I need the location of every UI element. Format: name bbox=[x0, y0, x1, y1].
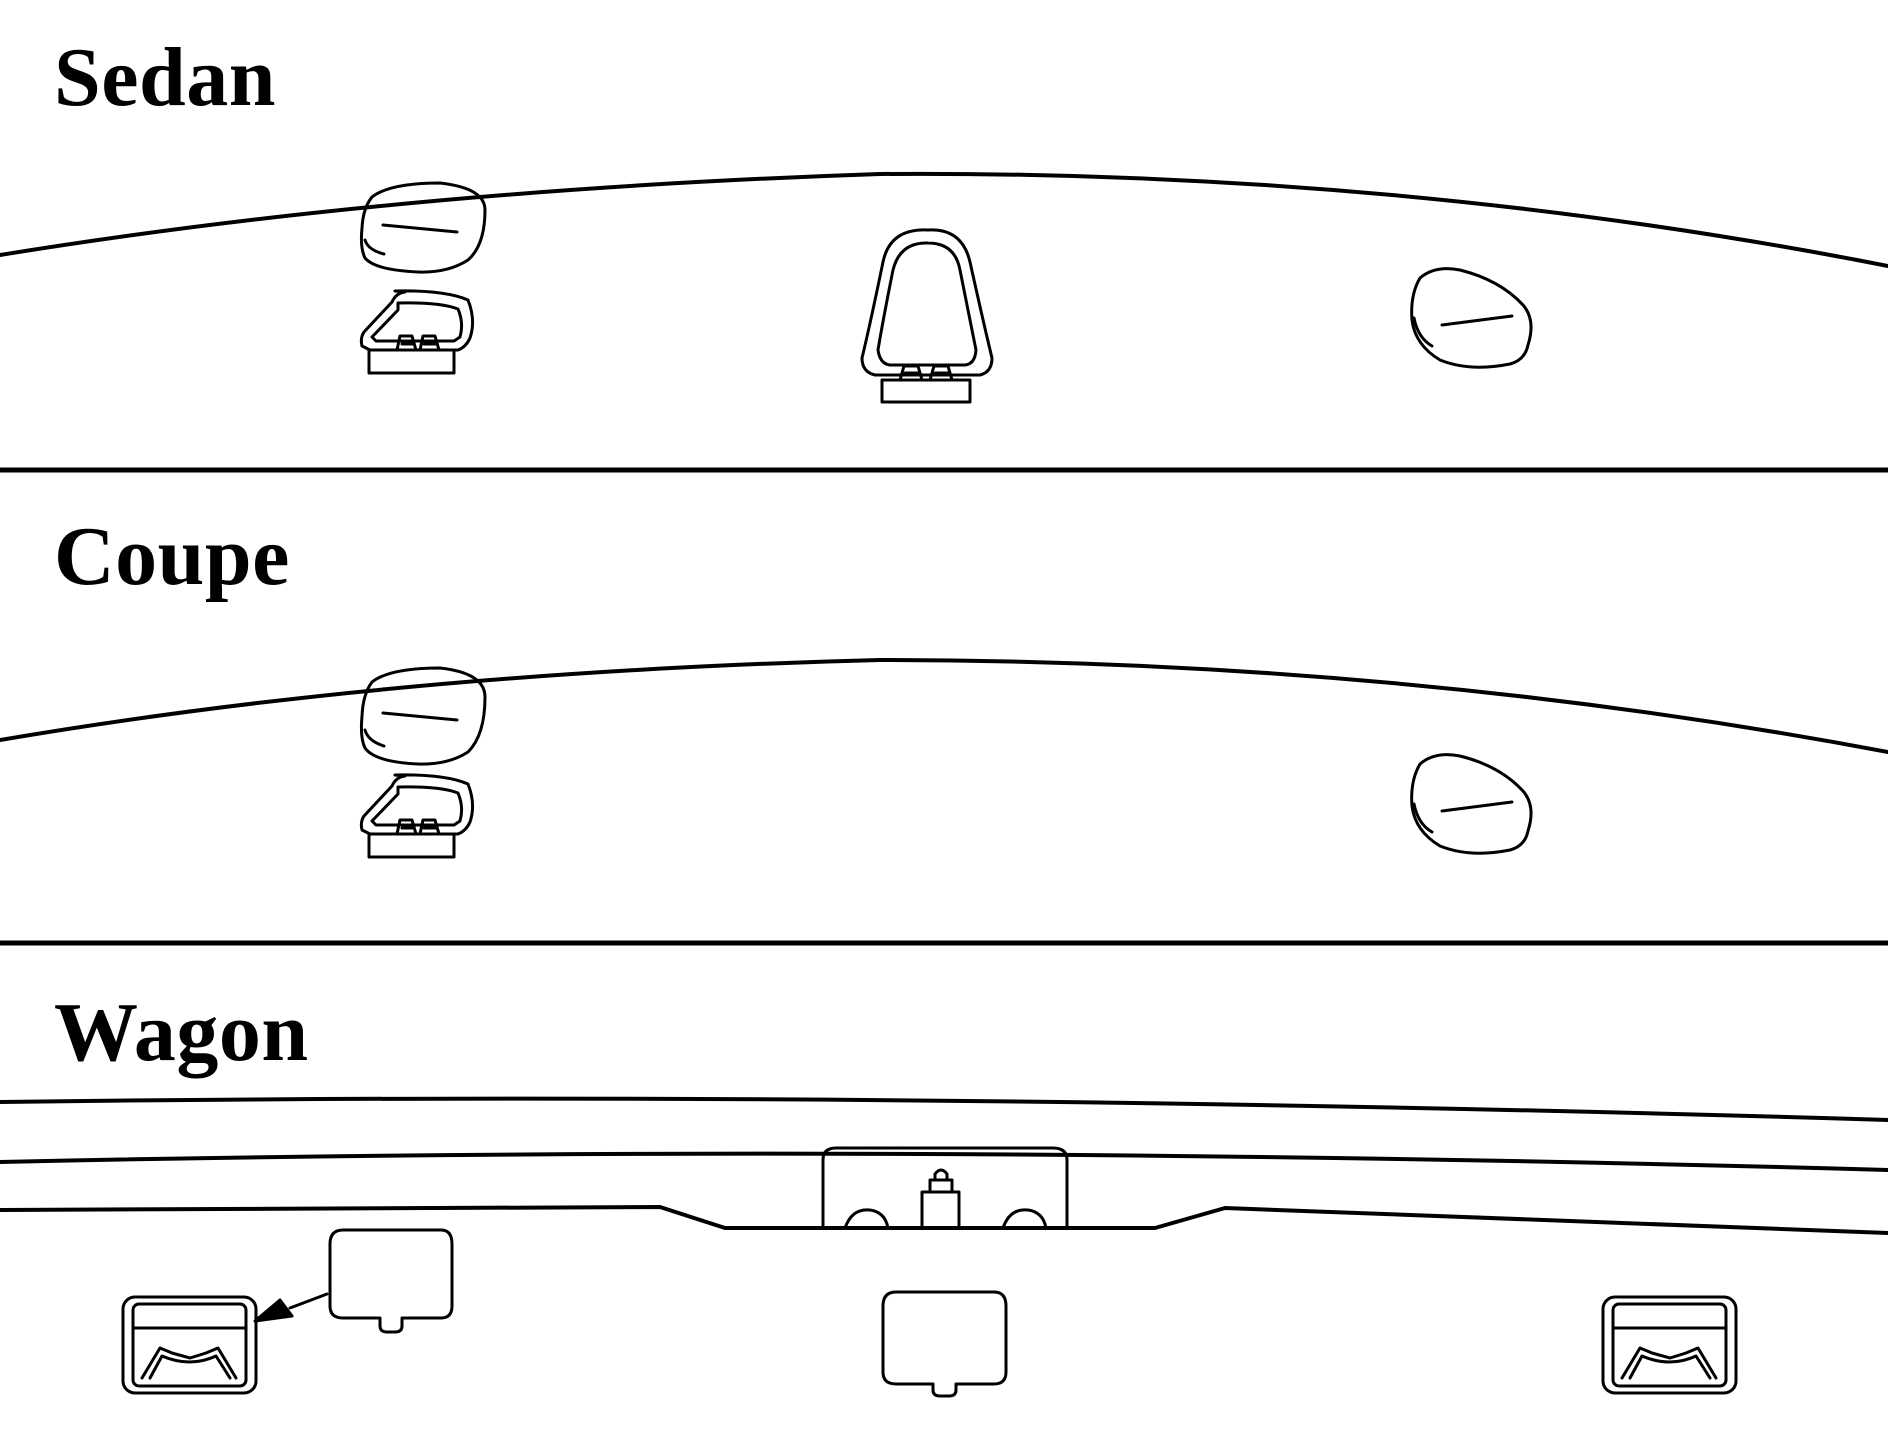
sedan-right-cap bbox=[1410, 267, 1533, 369]
install-arrow bbox=[253, 1292, 329, 1323]
wagon-right-clip bbox=[1601, 1295, 1738, 1395]
sedan-title: Sedan bbox=[54, 31, 276, 124]
coupe-title: Coupe bbox=[54, 510, 290, 603]
sedan-trim-edge bbox=[0, 171, 1888, 268]
wagon-title: Wagon bbox=[54, 986, 309, 1079]
wagon-left-clip bbox=[121, 1295, 258, 1395]
coupe-left-clip bbox=[359, 773, 475, 859]
sedan-left-clip bbox=[359, 289, 475, 375]
wagon-panel bbox=[0, 1096, 1888, 1398]
wagon-trim-top-edge bbox=[0, 1096, 1888, 1122]
wagon-center-cover bbox=[881, 1290, 1008, 1398]
coupe-left-cap bbox=[359, 666, 487, 766]
wagon-center-bracket bbox=[821, 1146, 1069, 1230]
coupe-trim-edge bbox=[0, 658, 1888, 754]
wagon-left-cover bbox=[328, 1228, 454, 1334]
sedan-panel bbox=[0, 171, 1888, 404]
coupe-panel bbox=[0, 658, 1888, 859]
wagon-trim-middle-edge bbox=[0, 1151, 1888, 1172]
coupe-right-cap bbox=[1410, 753, 1533, 855]
sedan-center-clip bbox=[860, 228, 994, 404]
sedan-left-cap bbox=[359, 181, 487, 274]
